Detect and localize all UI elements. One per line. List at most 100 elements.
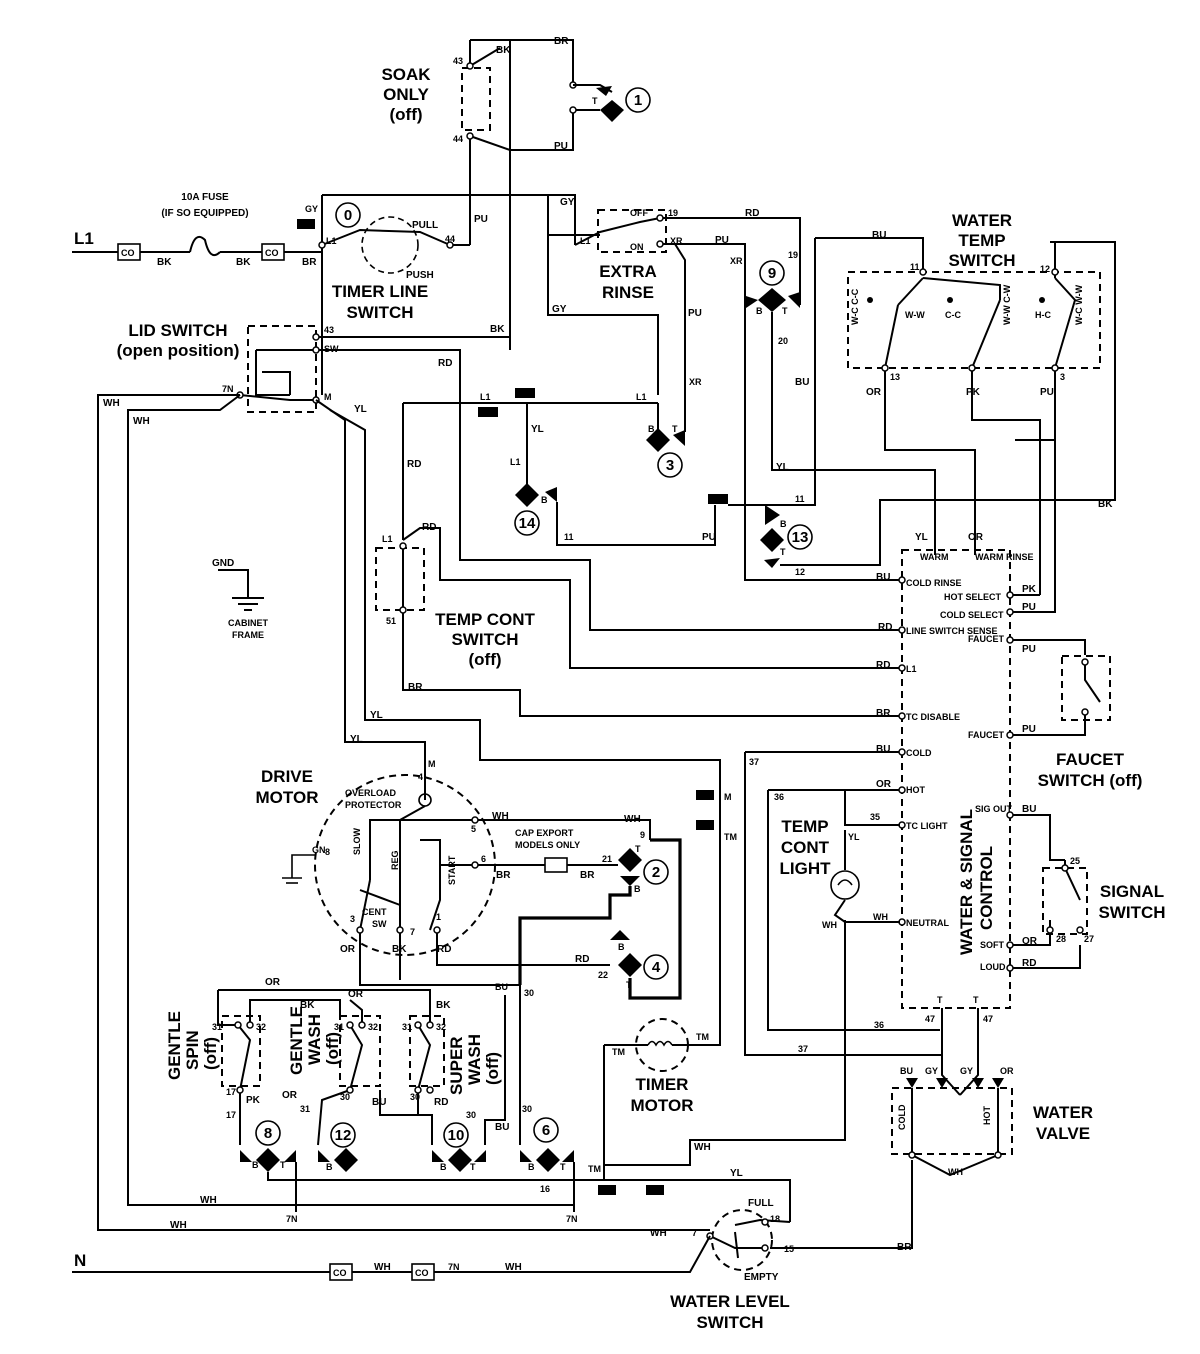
timer-line-switch: 0 GY L1 44 PULL PUSH PU TIMER LINE SWITC… — [297, 194, 576, 395]
motor-terminal-1: 1 — [436, 912, 441, 922]
terminal-30b: 30 — [524, 988, 534, 998]
wls-terminal-7: 7 — [692, 1228, 697, 1238]
super-wash-switch: 31 32 30 BU RD BK SUPER WASH (off) — [372, 1000, 502, 1145]
wire-label-br: BR — [554, 36, 569, 47]
wire-label-wh8: WH — [624, 814, 641, 825]
wire-label-rd4: RD — [422, 522, 436, 533]
terminal-25: 25 — [1070, 856, 1080, 866]
wire-label-or3: OR — [1022, 936, 1038, 947]
ctrl-warm-rinse: WARM RINSE — [975, 552, 1034, 562]
ctrl-faucet-a: FAUCET — [968, 634, 1005, 644]
pos-wcw: W-W — [905, 310, 925, 320]
pos-hc: H-C — [1035, 310, 1051, 320]
temp-light-label-2: CONT — [781, 838, 830, 857]
terminal-xr2: XR — [730, 256, 743, 266]
terminal-11c: 11 — [795, 494, 805, 504]
wv-bu: BU — [900, 1066, 913, 1076]
faucet-label-1: FAUCET — [1056, 750, 1125, 769]
terminal-7n-n: 7N — [448, 1262, 460, 1272]
gs-terminal-17: 17 — [226, 1087, 236, 1097]
terminal-xr3: XR — [689, 377, 702, 387]
terminal-36: 36 — [774, 792, 784, 802]
wire-label-bu4: BU — [876, 744, 890, 755]
extra-l1: L1 — [580, 236, 591, 246]
ctrl-hot: HOT — [906, 785, 926, 795]
lid-terminal-m: M — [324, 392, 332, 402]
n-label: N — [74, 1251, 86, 1270]
wire-label-wh5: WH — [822, 920, 837, 930]
water-temp-switch: 11 12 13 3 BU OR PK PU BU BK W-C C-C W-W… — [745, 211, 1116, 595]
svg-text:CO: CO — [121, 248, 135, 258]
temp-cont-light: 36 35 37 YL WH WH 36 37 TEMP CONT LIGHT — [744, 752, 942, 1056]
wire-label-yl7: YL — [848, 832, 860, 842]
wire-label-pu7: PU — [1022, 602, 1036, 613]
wire-label-wh10: WH — [650, 1228, 667, 1239]
motor-reg: REG — [390, 850, 400, 870]
terminal-l1: L1 — [326, 236, 337, 246]
timer-contact-13: 13 11 12 B T — [708, 494, 813, 577]
wire-label-pu2: PU — [474, 214, 488, 225]
gw-terminal-32: 32 — [368, 1022, 378, 1032]
timer-contacts-2-4: CAP EXPORT MODELS ONLY 21 BR WH 9 2 T B … — [515, 814, 682, 1000]
wire-label-yl3: YL — [370, 710, 383, 721]
extra-rinse-label-1: EXTRA — [599, 262, 657, 281]
wire-label-bk7: BK — [300, 1000, 315, 1011]
t-4: T — [626, 980, 632, 990]
t-13: T — [780, 547, 786, 557]
motor-terminal-4: 4 — [418, 772, 423, 782]
wire-label-rd10: RD — [434, 1097, 448, 1108]
wire-label-br2: BR — [302, 257, 317, 268]
push-label: PUSH — [406, 270, 434, 281]
wire-label-gy3: GY — [552, 304, 567, 315]
t-3: T — [672, 424, 678, 434]
b-8: B — [252, 1160, 259, 1170]
terminal-tm: TM — [724, 832, 737, 842]
tm-right: TM — [696, 1032, 709, 1042]
terminal-44b: 44 — [445, 234, 455, 244]
ctrl-line-sense: LINE SWITCH SENSE — [906, 626, 998, 636]
b-10: B — [440, 1162, 447, 1172]
motor-terminal-m: M — [428, 759, 436, 769]
ctrl-cold-select: COLD SELECT — [940, 610, 1004, 620]
empty-label: EMPTY — [744, 1272, 779, 1283]
water-valve-label-1: WATER — [1033, 1103, 1093, 1122]
gentle-spin-switch: 31 32 17 17 PK OR BK GENTLE SPIN (off) — [165, 977, 431, 1145]
extra-on: ON — [630, 242, 644, 252]
overload-label-1: OVERLOAD — [345, 788, 397, 798]
terminal-12: 12 — [1040, 264, 1050, 274]
ctrl-neutral: NEUTRAL — [906, 918, 949, 928]
extra-rinse-switch: OFF ON L1 19 XR GY GY RD PU PU EXTRA RIN… — [547, 195, 801, 530]
temp-light-label-3: LIGHT — [780, 859, 832, 878]
wire-label-rd9: RD — [575, 954, 589, 965]
wire-label-bk8: BK — [436, 1000, 451, 1011]
wire-label-wh12: WH — [505, 1262, 522, 1273]
wire-label-pk2: PK — [1022, 584, 1037, 595]
wls-terminal-15: 15 — [784, 1244, 794, 1254]
terminal-30c: 30 — [466, 1110, 476, 1120]
wire-label-wh2: WH — [133, 416, 150, 427]
temp-cont-label-2: SWITCH — [451, 630, 518, 649]
wire-label-wh9: WH — [694, 1142, 711, 1153]
gentle-spin-label-1: GENTLE — [165, 1011, 184, 1080]
terminal-22: 22 — [598, 970, 608, 980]
wire-label-pk3: PK — [246, 1095, 261, 1106]
gw-terminal-30: 30 — [340, 1092, 350, 1102]
b-9: B — [756, 306, 763, 316]
b-3: B — [648, 424, 655, 434]
pos-wc-cc: W-C C-C — [850, 288, 860, 325]
wire-label-yl4: YL — [350, 734, 363, 745]
timer-circle-3: 3 — [666, 457, 674, 474]
wv-gy2: GY — [960, 1066, 973, 1076]
terminal-7n-b: 7N — [286, 1214, 298, 1224]
wire-label-rd2: RD — [438, 358, 452, 369]
water-valve: BU GY GY OR COLD HOT WH BR WATER VALVE — [770, 1055, 1093, 1253]
terminal-12b: 12 — [795, 567, 805, 577]
ctrl-soft: SOFT — [980, 940, 1005, 950]
wire-label-wh6: WH — [873, 912, 888, 922]
wire-label-pu3: PU — [715, 235, 729, 246]
svg-text:CO: CO — [415, 1268, 429, 1278]
terminal-13: 13 — [890, 372, 900, 382]
wire-label-pu9: PU — [1022, 724, 1036, 735]
wire-label-or4: OR — [968, 532, 984, 543]
water-temp-label-1: WATER — [952, 211, 1012, 230]
